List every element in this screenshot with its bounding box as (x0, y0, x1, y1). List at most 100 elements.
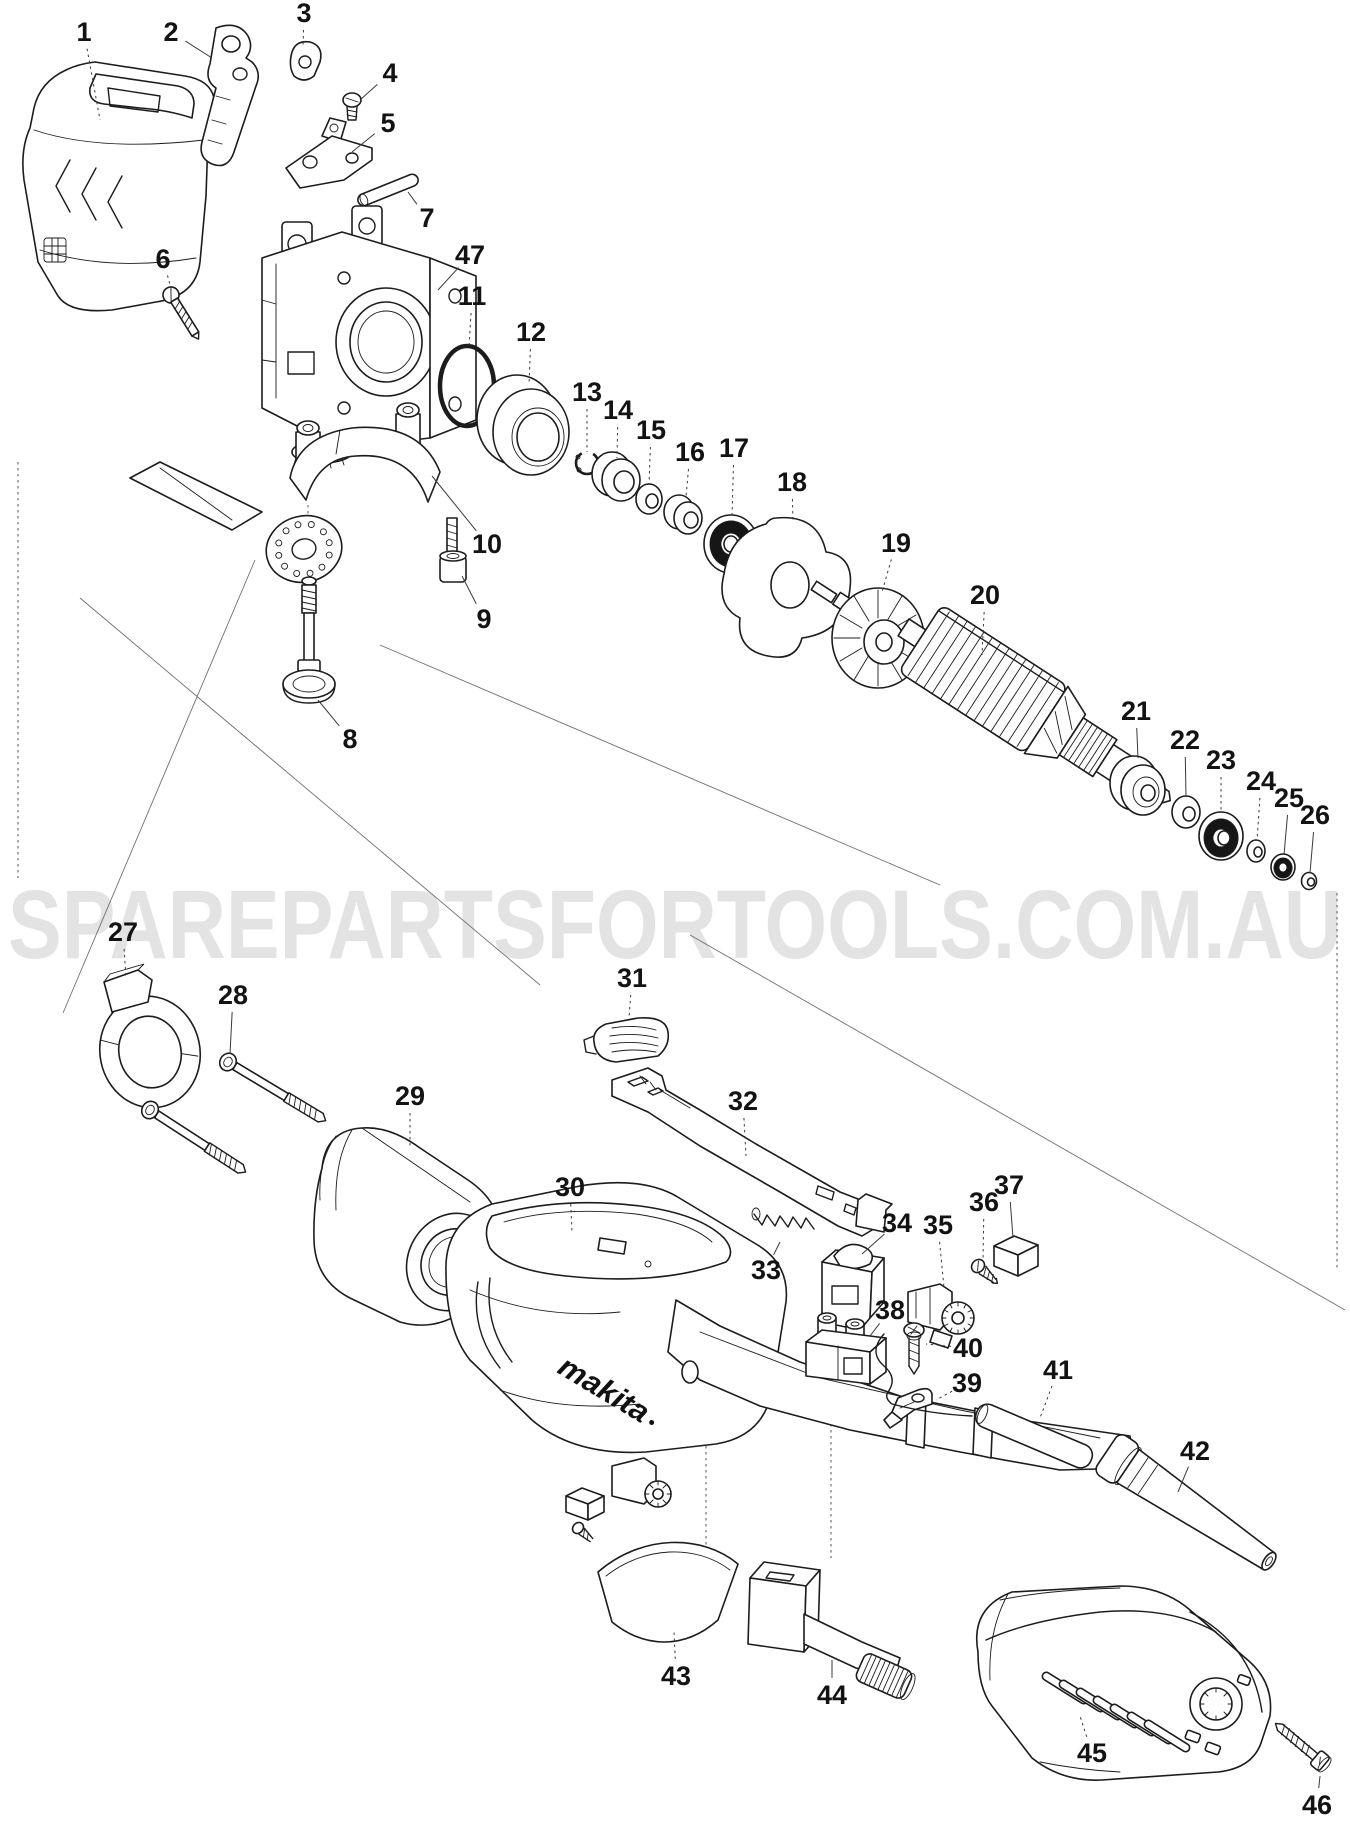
part-number-label-35: 35 (923, 1210, 953, 1240)
part-number-label-14: 14 (603, 395, 633, 425)
part-number-label-37: 37 (994, 1170, 1024, 1200)
part-number-label-39: 39 (952, 1368, 982, 1398)
part-23-sealed-bearing (1198, 811, 1244, 861)
leader-line-43 (673, 1631, 676, 1660)
leader-line-5 (351, 133, 376, 153)
part-10-clamp-bracket (289, 402, 441, 503)
part-number-label-10: 10 (472, 529, 502, 559)
leader-line-24 (1256, 797, 1261, 842)
leader-line-26 (1309, 831, 1315, 874)
leader-line-47 (437, 267, 459, 291)
part-number-label-38: 38 (875, 1295, 905, 1325)
part-number-label-30: 30 (555, 1172, 585, 1202)
leader-line-2 (185, 40, 213, 59)
part-5-bracket-plate (285, 117, 373, 189)
part-16-ring (663, 494, 703, 535)
part-26-ring (1300, 871, 1318, 891)
leader-line-32 (743, 1117, 747, 1157)
part-37-carbon-brush (993, 1235, 1039, 1277)
part-number-label-21: 21 (1121, 696, 1151, 726)
part-46-screw (1274, 1722, 1332, 1773)
leader-line-41 (1039, 1385, 1053, 1419)
part-24-washer (1246, 839, 1266, 863)
part-number-label-3: 3 (296, 0, 311, 28)
part-8-spindle (282, 576, 336, 704)
leader-line-42 (1177, 1466, 1189, 1493)
part-number-label-44: 44 (817, 1680, 847, 1710)
leader-line-14 (616, 426, 619, 459)
part-number-label-5: 5 (380, 108, 395, 138)
part-32-slide-bar (611, 1067, 893, 1237)
leader-line-40 (925, 1343, 952, 1347)
leader-line-31 (628, 994, 632, 1019)
part-34-switch (821, 1243, 885, 1343)
duplicate-brush-holder-set (565, 1457, 672, 1543)
part-1-motor-housing-cover (22, 61, 218, 312)
part-35-dial-holder (907, 1283, 975, 1349)
part-18-baffle-plate (721, 516, 852, 658)
leader-line-9 (461, 575, 477, 605)
part-43-label-sheet (597, 1541, 739, 1643)
leader-line-36 (982, 1218, 985, 1261)
leader-line-19 (881, 559, 892, 593)
part-45-rear-housing (976, 1585, 1272, 1781)
part-number-label-4: 4 (382, 58, 397, 88)
part-number-label-24: 24 (1246, 766, 1276, 796)
part-number-label-33: 33 (751, 1255, 781, 1285)
part-39-cord-clamp (883, 1387, 933, 1429)
leader-line-15 (648, 446, 651, 486)
leader-line-46 (1318, 1775, 1321, 1789)
leader-line-10 (431, 475, 477, 532)
leader-line-34 (861, 1233, 885, 1255)
part-number-label-9: 9 (476, 604, 491, 634)
leader-line-33 (773, 1241, 781, 1256)
part-number-label-41: 41 (1043, 1355, 1073, 1385)
part-number-label-12: 12 (516, 317, 546, 347)
part-number-label-36: 36 (969, 1187, 999, 1217)
part-42-cord-guard (1095, 1434, 1277, 1571)
part-number-label-2: 2 (163, 17, 178, 47)
part-2-lever (200, 24, 260, 167)
leader-line-39 (935, 1390, 953, 1401)
part-9-screw (439, 517, 467, 583)
part-number-label-28: 28 (218, 980, 248, 1010)
part-number-label-29: 29 (395, 1081, 425, 1111)
leader-line-37 (1009, 1201, 1014, 1239)
part-number-label-46: 46 (1302, 1790, 1332, 1820)
part-7-pin (357, 173, 419, 207)
leader-line-8 (317, 699, 340, 727)
part-19-fan (810, 580, 925, 689)
part-14-bearing (591, 451, 641, 502)
leader-line-20 (981, 611, 985, 656)
part-number-label-16: 16 (675, 437, 705, 467)
part-25-bearing (1270, 853, 1296, 881)
part-number-label-7: 7 (419, 203, 434, 233)
part-number-label-45: 45 (1077, 1738, 1107, 1768)
part-number-label-17: 17 (719, 433, 749, 463)
part-12-sleeve-ring (476, 374, 570, 476)
part-number-label-47: 47 (455, 240, 485, 270)
leader-line-21 (1136, 727, 1139, 759)
part-number-label-19: 19 (881, 528, 911, 558)
construction-lines (17, 462, 1346, 1558)
part-22-washer (1171, 795, 1201, 829)
part-number-label-40: 40 (953, 1333, 983, 1363)
part-number-label-23: 23 (1206, 745, 1236, 775)
part-number-label-18: 18 (777, 467, 807, 497)
part-number-label-32: 32 (728, 1086, 758, 1116)
leader-line-7 (407, 191, 418, 205)
part-number-label-22: 22 (1170, 725, 1200, 755)
leader-line-25 (1283, 814, 1289, 856)
part-28-screw-a (218, 1052, 327, 1123)
leader-line-6 (166, 275, 173, 293)
part-31-slide-button (583, 1016, 670, 1063)
leader-line-45 (1079, 1715, 1088, 1737)
part-number-label-26: 26 (1300, 800, 1330, 830)
vent-slots (1041, 1671, 1191, 1753)
part-28-screw-b (140, 1100, 247, 1174)
part-number-label-27: 27 (108, 917, 138, 947)
part-number-label-34: 34 (882, 1208, 912, 1238)
watermark-text: SPAREPARTSFORTOOLS.COM.AU (8, 870, 1342, 979)
